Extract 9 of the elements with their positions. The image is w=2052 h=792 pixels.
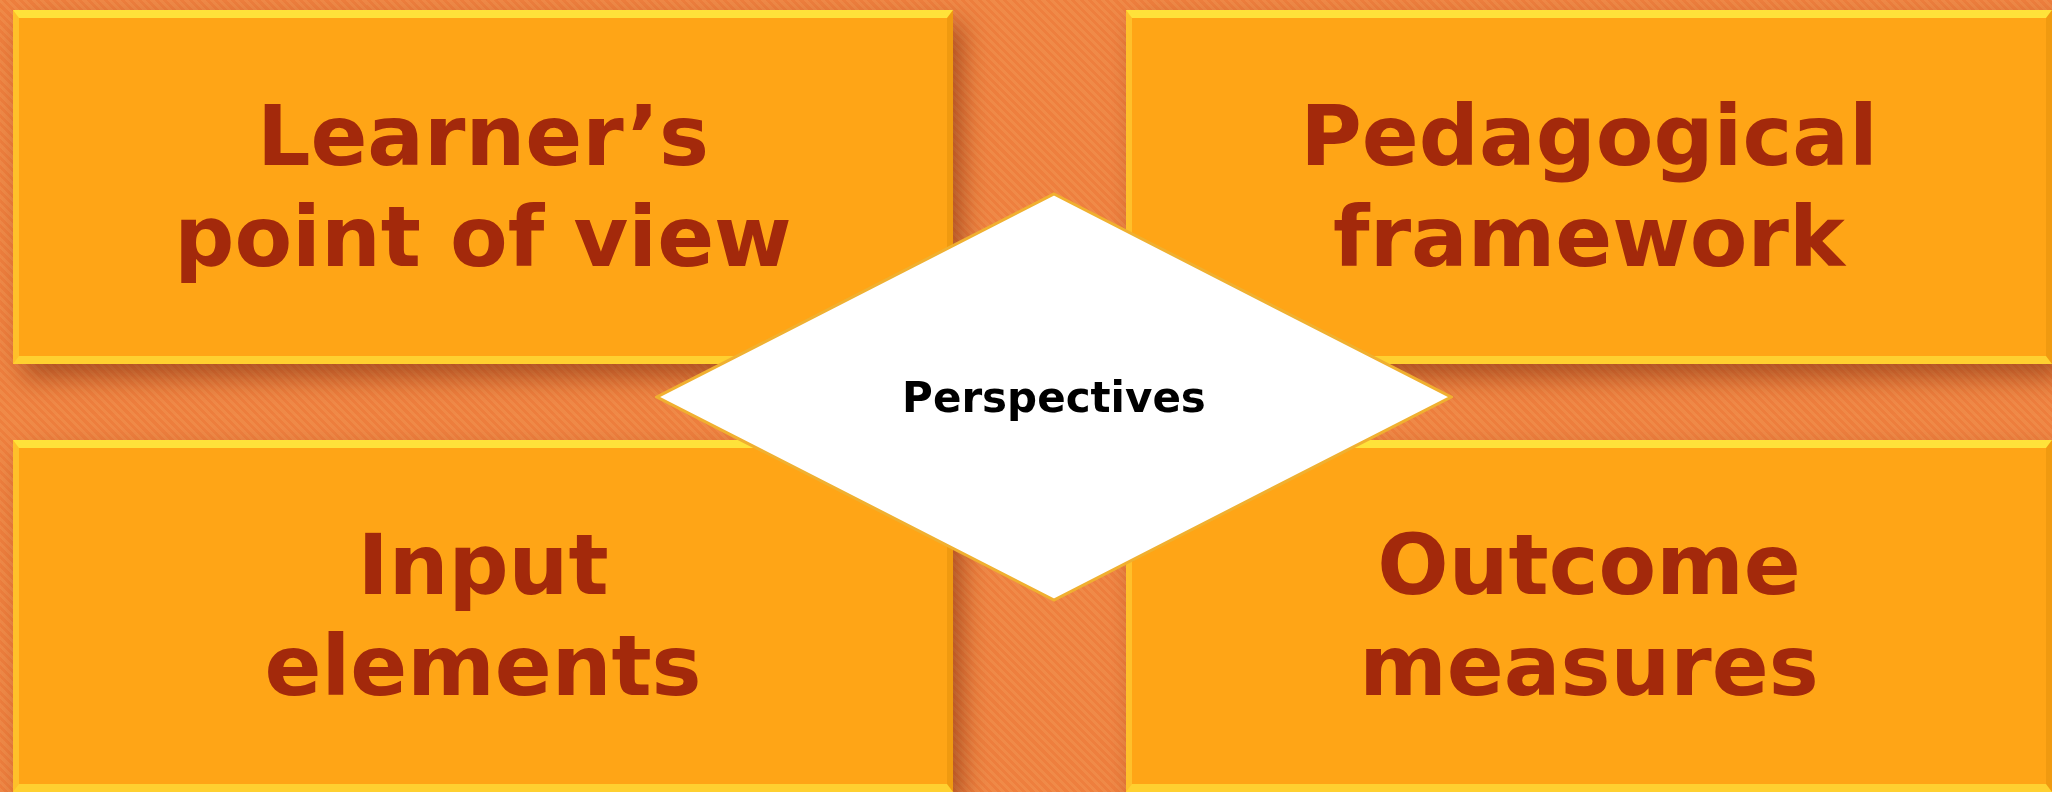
center-label: Perspectives — [902, 372, 1206, 422]
category-label: Learner’s point of view — [173, 86, 793, 288]
category-label: Pedagogical framework — [1299, 86, 1879, 288]
category-box — [1126, 440, 2052, 792]
category-label: Input elements — [263, 515, 703, 717]
category-label: Outcome measures — [1358, 515, 1820, 717]
category-box — [13, 10, 953, 364]
category-box — [13, 440, 953, 792]
category-box — [1126, 10, 2052, 364]
